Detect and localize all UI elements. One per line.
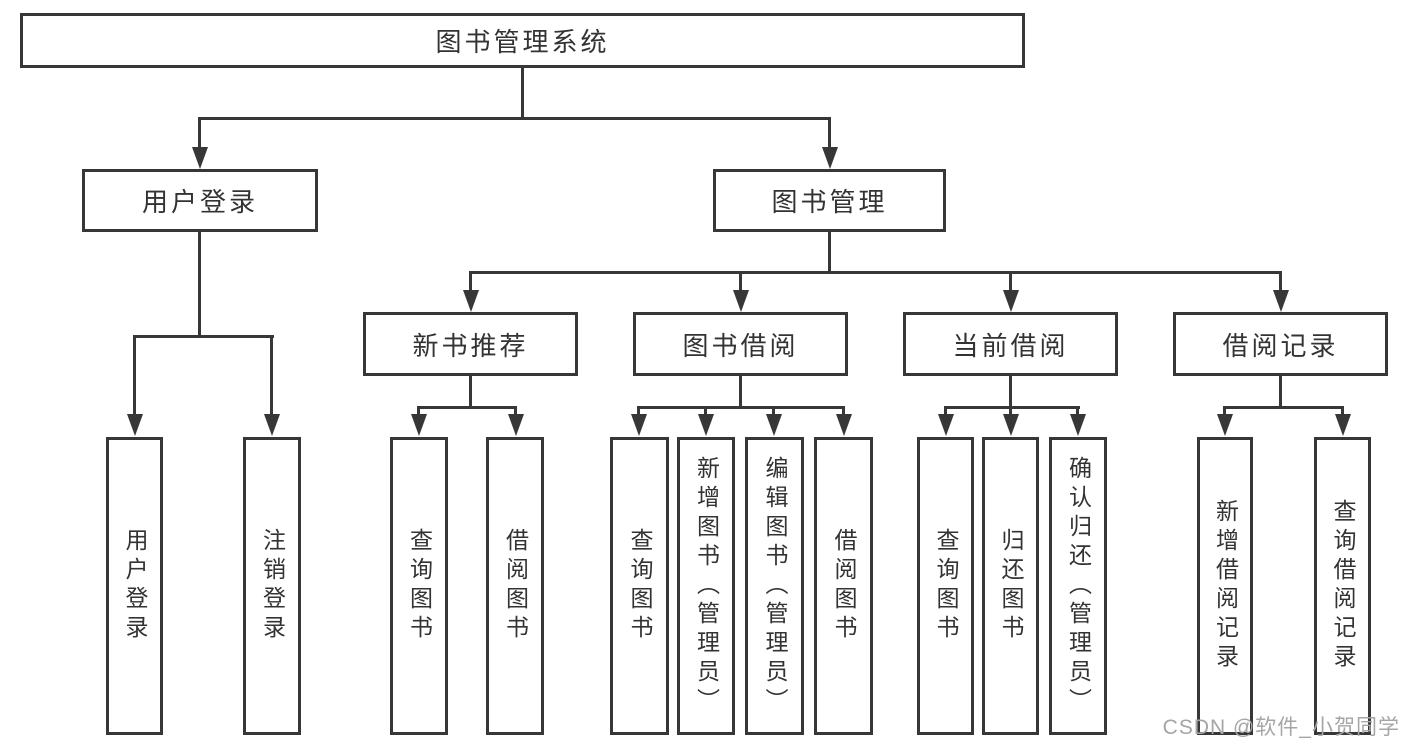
- arrowhead-down-icon: [1003, 414, 1019, 436]
- connector-drop-current-borrow: [1009, 271, 1012, 293]
- arrowhead-down-icon: [938, 414, 954, 436]
- connector-new-book-stem: [469, 376, 472, 409]
- node-book-management: 图书管理: [713, 169, 946, 232]
- connector-stub: [944, 406, 947, 416]
- leaf-logout: 注销登录: [243, 437, 301, 735]
- connector-stub: [704, 406, 707, 416]
- connector-stub: [1009, 406, 1012, 416]
- leaf-label: 用户登录: [122, 528, 148, 644]
- connector-user-login-bar: [133, 335, 274, 338]
- arrowhead-down-icon: [411, 414, 427, 436]
- arrowhead-down-icon: [733, 290, 749, 312]
- connector-stub: [1223, 406, 1226, 416]
- connector-drop-borrow-records: [1279, 271, 1282, 293]
- connector-drop-book-management: [828, 117, 831, 149]
- arrowhead-down-icon: [631, 414, 647, 436]
- leaf-return-book: 归还图书: [982, 437, 1039, 735]
- connector-current-borrow-stem: [1009, 376, 1012, 409]
- leaf-borrow-books: 借阅图书: [814, 437, 873, 735]
- connector-borrow-records-stem: [1279, 376, 1282, 409]
- arrowhead-down-icon: [1335, 414, 1351, 436]
- arrowhead-down-icon: [192, 147, 208, 169]
- connector-drop-leaf-logout: [270, 335, 273, 416]
- leaf-query-borrow-record: 查询借阅记录: [1314, 437, 1371, 735]
- node-root-system: 图书管理系统: [20, 13, 1025, 68]
- arrowhead-down-icon: [698, 414, 714, 436]
- arrowhead-down-icon: [1273, 290, 1289, 312]
- connector-drop-user-login: [198, 117, 201, 149]
- arrowhead-down-icon: [508, 414, 524, 436]
- connector-stub: [1076, 406, 1079, 416]
- connector-book-borrow-bar: [637, 406, 845, 409]
- watermark: CSDN @软件_小贺同学: [1162, 716, 1400, 739]
- connector-stub: [417, 406, 420, 416]
- connector-drop-leaf-login: [133, 335, 136, 416]
- arrowhead-down-icon: [822, 147, 838, 169]
- leaf-label: 借阅图书: [831, 528, 857, 644]
- connector-stub: [637, 406, 640, 416]
- leaf-label: 编辑图书（管理员）: [762, 455, 788, 717]
- node-user-login: 用户登录: [82, 169, 318, 232]
- connector-trunk: [521, 66, 524, 120]
- arrowhead-down-icon: [1003, 290, 1019, 312]
- leaf-label: 注销登录: [259, 528, 286, 644]
- leaf-label: 确认归还（管理员）: [1065, 455, 1092, 717]
- connector-current-borrow-bar: [944, 406, 1080, 409]
- leaf-label: 新增借阅记录: [1212, 499, 1239, 673]
- connector-book-borrow-stem: [739, 376, 742, 409]
- leaf-query-books-borrow: 查询图书: [610, 437, 669, 735]
- connector-book-management-stem: [828, 232, 831, 273]
- arrowhead-down-icon: [1070, 414, 1086, 436]
- leaf-edit-book-admin: 编辑图书（管理员）: [745, 437, 804, 735]
- connector-stub: [772, 406, 775, 416]
- node-borrow-records: 借阅记录: [1173, 312, 1388, 376]
- leaf-add-book-admin: 新增图书（管理员）: [677, 437, 735, 735]
- connector-level2-bar: [198, 117, 831, 120]
- leaf-label: 借阅图书: [502, 528, 529, 644]
- node-book-borrow: 图书借阅: [633, 312, 848, 376]
- connector-user-login-stem: [198, 232, 201, 337]
- leaf-label: 查询图书: [627, 528, 653, 644]
- leaf-label: 归还图书: [998, 528, 1024, 644]
- connector-stub: [842, 406, 845, 416]
- leaf-query-books-recommend: 查询图书: [390, 437, 448, 735]
- connector-stub: [1341, 406, 1344, 416]
- arrowhead-down-icon: [127, 414, 143, 436]
- connector-new-book-bar: [417, 406, 517, 409]
- connector-borrow-records-bar: [1223, 406, 1344, 409]
- leaf-borrow-books-recommend: 借阅图书: [486, 437, 544, 735]
- arrowhead-down-icon: [264, 414, 280, 436]
- arrowhead-down-icon: [836, 414, 852, 436]
- leaf-confirm-return-admin: 确认归还（管理员）: [1049, 437, 1107, 735]
- arrowhead-down-icon: [766, 414, 782, 436]
- leaf-label: 查询图书: [933, 528, 959, 644]
- leaf-label: 新增图书（管理员）: [693, 455, 720, 717]
- leaf-label: 查询借阅记录: [1330, 499, 1356, 673]
- connector-level3-bar: [469, 271, 1282, 274]
- leaf-add-borrow-record: 新增借阅记录: [1197, 437, 1253, 735]
- connector-stub: [514, 406, 517, 416]
- leaf-user-login: 用户登录: [106, 437, 163, 735]
- connector-drop-new-book: [469, 271, 472, 293]
- node-new-book-recommend: 新书推荐: [363, 312, 578, 376]
- leaf-label: 查询图书: [406, 528, 433, 644]
- arrowhead-down-icon: [463, 290, 479, 312]
- leaf-query-books-current: 查询图书: [917, 437, 974, 735]
- arrowhead-down-icon: [1217, 414, 1233, 436]
- connector-drop-book-borrow: [739, 271, 742, 293]
- node-current-borrow: 当前借阅: [903, 312, 1118, 376]
